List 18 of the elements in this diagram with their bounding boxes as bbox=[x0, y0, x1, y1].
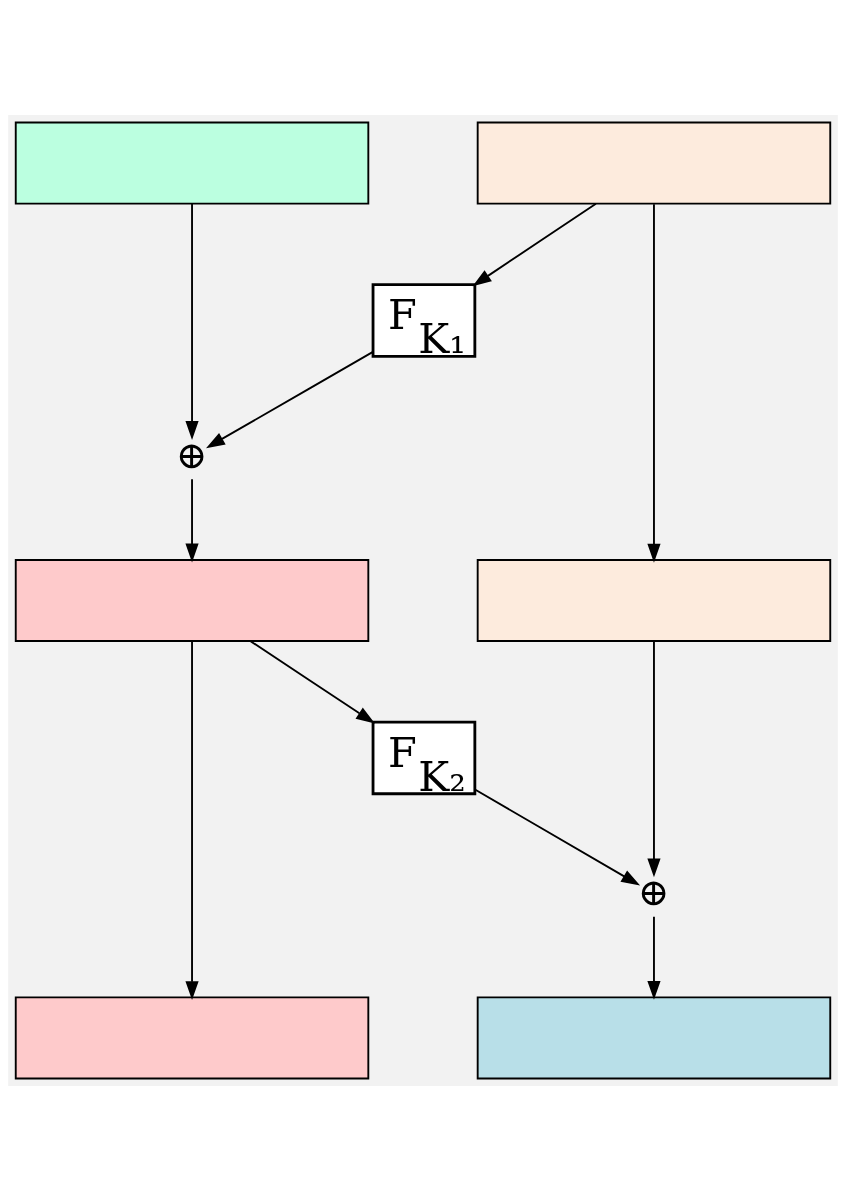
node-text: ⊕ bbox=[637, 869, 670, 914]
arrow bbox=[647, 639, 661, 877]
arrow bbox=[474, 788, 641, 886]
node-box bbox=[476, 995, 832, 1079]
node-box bbox=[14, 121, 370, 205]
node-box bbox=[14, 558, 370, 642]
arrow bbox=[185, 477, 199, 562]
arrow bbox=[472, 202, 597, 286]
node-box bbox=[476, 121, 832, 205]
node-box bbox=[476, 558, 832, 642]
arrow bbox=[647, 915, 661, 1000]
arrow bbox=[206, 350, 374, 448]
node-box bbox=[14, 995, 370, 1079]
node-text: ⊕ bbox=[176, 432, 208, 477]
arrow bbox=[249, 639, 375, 724]
arrow bbox=[185, 640, 199, 1000]
arrow bbox=[185, 202, 199, 440]
arrow bbox=[647, 202, 661, 563]
